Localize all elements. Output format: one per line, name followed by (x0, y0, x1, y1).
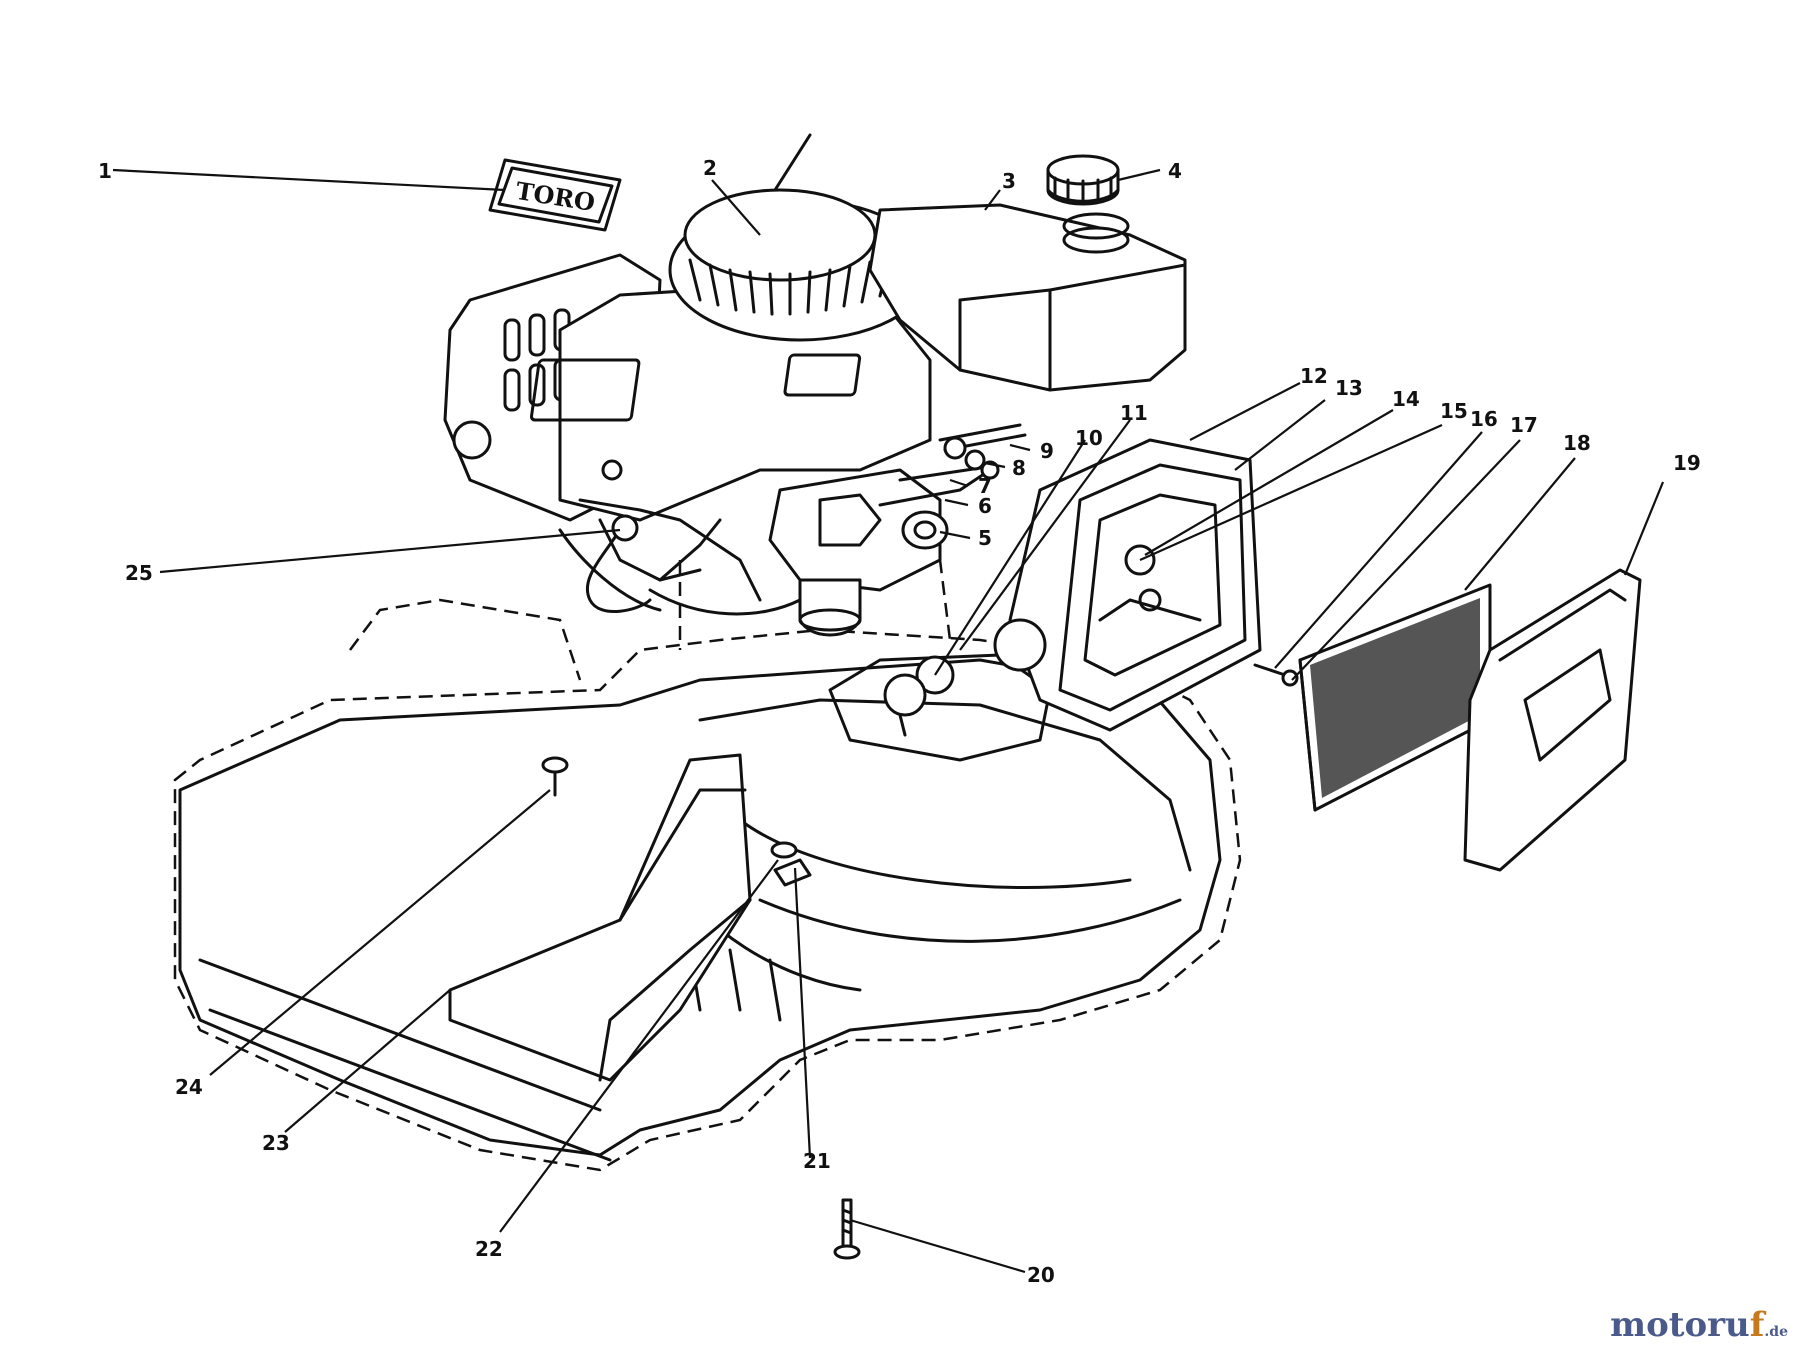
callout-1: 1 (98, 159, 112, 183)
callout-5: 5 (978, 526, 992, 550)
callout-20: 20 (1027, 1263, 1055, 1287)
callout-10: 10 (1075, 426, 1103, 450)
watermark-suffix: .de (1764, 1324, 1788, 1340)
air-cleaner-bolt (1253, 663, 1299, 687)
callout-19: 19 (1673, 451, 1701, 475)
deck-bolt (833, 1198, 861, 1260)
spark-plug-wire (585, 514, 652, 614)
callout-17: 17 (1510, 413, 1538, 437)
bracket-screw (770, 841, 812, 887)
callout-6: 6 (978, 494, 992, 518)
watermark-logo: motoruf.de (1610, 1305, 1788, 1345)
logo-decal: TORO (488, 158, 622, 232)
callout-9: 9 (1040, 439, 1054, 463)
callout-3: 3 (1002, 169, 1016, 193)
callout-23: 23 (262, 1131, 290, 1155)
callout-12: 12 (1300, 364, 1328, 388)
watermark-accent: f (1749, 1305, 1765, 1345)
callout-4: 4 (1168, 159, 1182, 183)
chute-deflector (448, 753, 752, 1082)
watermark-main: motoru (1610, 1305, 1750, 1345)
air-cleaner-base (993, 438, 1262, 732)
callout-13: 13 (1335, 376, 1363, 400)
recoil-starter (668, 133, 932, 342)
callout-21: 21 (803, 1149, 831, 1173)
air-cleaner-cover (1463, 568, 1642, 872)
callout-2: 2 (703, 156, 717, 180)
carburetor (768, 468, 949, 637)
callout-24: 24 (175, 1075, 203, 1099)
callouts: 1 2 3 4 5 6 7 8 9 10 11 12 13 14 15 16 1… (98, 156, 1701, 1287)
leader-lines (112, 168, 1665, 1274)
callout-8: 8 (1012, 456, 1026, 480)
callout-18: 18 (1563, 431, 1591, 455)
engine (443, 253, 932, 616)
throttle-linkage (878, 423, 1027, 507)
callout-11: 11 (1120, 401, 1148, 425)
callout-25: 25 (125, 561, 153, 585)
fuel-tank (868, 203, 1187, 392)
primer-bulb (883, 655, 955, 737)
callout-14: 14 (1392, 387, 1420, 411)
callout-22: 22 (475, 1237, 503, 1261)
chute-screw (541, 756, 569, 797)
callout-16: 16 (1470, 407, 1498, 431)
callout-7: 7 (978, 474, 992, 498)
callout-15: 15 (1440, 399, 1468, 423)
fuel-cap (1046, 154, 1120, 206)
air-filter-element (1298, 583, 1492, 812)
